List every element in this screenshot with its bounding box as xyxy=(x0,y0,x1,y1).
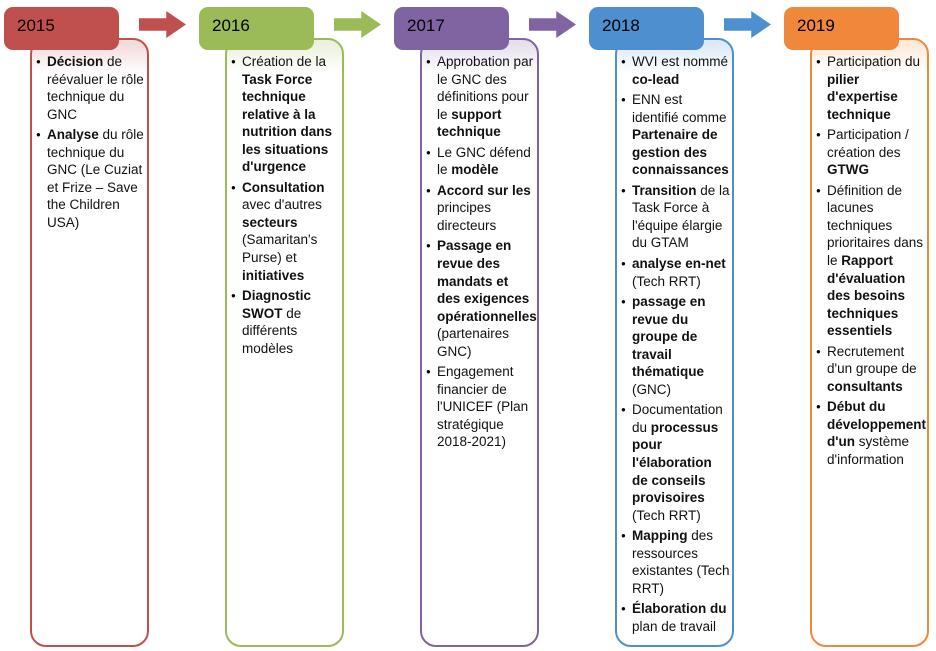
timeline-column-2018: ● WVI est nommé co-lead ● ENN est identifié… xyxy=(585,0,780,651)
bullet-item: ● Accord sur les principes directeurs xyxy=(426,182,535,235)
year-header-2017: 2017 xyxy=(394,7,509,50)
bullet-dot-icon: ● xyxy=(621,604,626,614)
bullet-text: Approbation par le GNC des définitions p… xyxy=(437,54,534,140)
bullet-text: WVI est nommé co-lead xyxy=(632,54,729,87)
bullet-item: ● Consultation avec d'autres secteurs (Sa… xyxy=(231,179,340,284)
bullet-item: ● Approbation par le GNC des définitions … xyxy=(426,53,535,141)
bullet-item: ● Définition de lacunes techniques priori… xyxy=(816,182,925,340)
bullet-text: Décision de réévaluer le rôle technique … xyxy=(47,54,144,122)
year-header-2016: 2016 xyxy=(199,7,314,50)
bullet-text: Définition de lacunes techniques priorit… xyxy=(827,182,924,339)
bullet-item: ● Participation du pilier d'expertise tec… xyxy=(816,53,925,123)
bullet-list-2016: ● Création de la Task Force technique rel… xyxy=(227,40,342,357)
bullet-text: Accord sur les principes directeurs xyxy=(437,182,531,233)
bullet-item: ● passage en revue du groupe de travail t… xyxy=(621,293,730,398)
bullet-item: ● Recrutement d'un groupe de consultants xyxy=(816,343,925,396)
bullet-dot-icon: ● xyxy=(621,405,626,415)
bullet-dot-icon: ● xyxy=(621,259,626,269)
content-box-2018: ● WVI est nommé co-lead ● ENN est identifié… xyxy=(615,38,734,647)
bullet-dot-icon: ● xyxy=(621,297,626,307)
bullet-text: Engagement financier de l'UNICEF (Plan s… xyxy=(437,364,529,450)
year-header-2015: 2015 xyxy=(4,7,119,50)
bullet-dot-icon: ● xyxy=(426,241,431,251)
year-header-2019: 2019 xyxy=(784,7,899,50)
bullet-dot-icon: ● xyxy=(621,531,626,541)
bullet-dot-icon: ● xyxy=(816,346,821,356)
bullet-item: ● Participation / création des GTWG xyxy=(816,126,925,179)
bullet-item: ● analyse en-net (Tech RRT) xyxy=(621,255,730,290)
bullet-text: Transition de la Task Force à l'équipe é… xyxy=(632,182,730,251)
bullet-item: ● Engagement financier de l'UNICEF (Plan … xyxy=(426,363,535,451)
bullet-item: ● Diagnostic SWOT de différents modèles xyxy=(231,287,340,357)
content-box-2016: ● Création de la Task Force technique rel… xyxy=(225,38,344,647)
timeline-column-2016: ● Création de la Task Force technique rel… xyxy=(195,0,390,651)
bullet-text: Début du développement d'un système d'in… xyxy=(827,399,927,468)
bullet-item: ● Le GNC défend le modèle xyxy=(426,144,535,179)
bullet-dot-icon: ● xyxy=(816,130,821,140)
bullet-item: ● Analyse du rôle technique du GNC (Le Cu… xyxy=(36,126,145,231)
bullet-dot-icon: ● xyxy=(426,185,431,195)
arrow-right-icon xyxy=(334,11,381,38)
bullet-text: Analyse du rôle technique du GNC (Le Cuz… xyxy=(47,127,144,230)
bullet-dot-icon: ● xyxy=(426,367,431,377)
bullet-item: ● Documentation du processus pour l'élabo… xyxy=(621,401,730,524)
bullet-text: Documentation du processus pour l'élabor… xyxy=(632,402,723,523)
timeline-column-2015: ● Décision de réévaluer le rôle technique… xyxy=(0,0,195,651)
content-box-2015: ● Décision de réévaluer le rôle technique… xyxy=(30,38,149,647)
bullet-dot-icon: ● xyxy=(816,185,821,195)
bullet-item: ● WVI est nommé co-lead xyxy=(621,53,730,88)
bullet-item: ● Décision de réévaluer le rôle technique… xyxy=(36,53,145,123)
bullet-text: Consultation avec d'autres secteurs (Sam… xyxy=(242,179,325,283)
bullet-text: Mapping des ressources existantes (Tech … xyxy=(632,528,730,596)
content-box-2017: ● Approbation par le GNC des définitions … xyxy=(420,38,539,647)
bullet-text: analyse en-net (Tech RRT) xyxy=(632,256,726,289)
bullet-dot-icon: ● xyxy=(816,402,821,412)
timeline-column-2017: ● Approbation par le GNC des définitions … xyxy=(390,0,585,651)
bullet-dot-icon: ● xyxy=(36,130,41,140)
bullet-dot-icon: ● xyxy=(231,57,236,66)
bullet-dot-icon: ● xyxy=(426,57,431,66)
bullet-text: Recrutement d'un groupe de consultants xyxy=(827,343,917,394)
timeline-column-2019: ● Participation du pilier d'expertise tec… xyxy=(780,0,936,651)
bullet-text: Le GNC défend le modèle xyxy=(437,144,531,178)
bullet-dot-icon: ● xyxy=(231,291,236,301)
bullet-text: Création de la Task Force technique rela… xyxy=(242,54,332,175)
bullet-list-2015: ● Décision de réévaluer le rôle technique… xyxy=(32,40,147,231)
bullet-item: ● ENN est identifié comme Partenaire de g… xyxy=(621,91,730,179)
bullet-text: Diagnostic SWOT de différents modèles xyxy=(242,288,312,356)
bullet-dot-icon: ● xyxy=(816,57,821,66)
bullet-list-2019: ● Participation du pilier d'expertise tec… xyxy=(812,40,927,469)
bullet-text: Élaboration du plan de travail xyxy=(632,601,727,634)
bullet-list-2018: ● WVI est nommé co-lead ● ENN est identifié… xyxy=(617,40,732,636)
bullet-text: Participation / création des GTWG xyxy=(827,127,909,178)
arrow-right-icon xyxy=(139,11,186,38)
bullet-list-2017: ● Approbation par le GNC des définitions … xyxy=(422,40,537,451)
bullet-text: passage en revue du groupe de travail th… xyxy=(632,294,706,397)
bullet-dot-icon: ● xyxy=(231,182,236,192)
bullet-dot-icon: ● xyxy=(621,57,626,66)
bullet-item: ● Création de la Task Force technique rel… xyxy=(231,53,340,176)
arrow-right-icon xyxy=(529,11,576,38)
year-header-2018: 2018 xyxy=(589,7,704,50)
bullet-dot-icon: ● xyxy=(426,147,431,157)
bullet-item: ● Élaboration du plan de travail xyxy=(621,600,730,635)
bullet-item: ● Passage en revue des mandats et des exi… xyxy=(426,237,537,360)
bullet-dot-icon: ● xyxy=(36,57,41,66)
bullet-text: Participation du pilier d'expertise tech… xyxy=(827,54,921,122)
arrow-right-icon xyxy=(724,11,771,38)
bullet-text: Passage en revue des mandats et des exig… xyxy=(437,238,537,359)
content-box-2019: ● Participation du pilier d'expertise tec… xyxy=(810,38,929,647)
bullet-item: ● Début du développement d'un système d'i… xyxy=(816,398,927,468)
bullet-item: ● Transition de la Task Force à l'équipe … xyxy=(621,182,730,252)
bullet-item: ● Mapping des ressources existantes (Tech… xyxy=(621,527,730,597)
bullet-dot-icon: ● xyxy=(621,95,626,105)
bullet-dot-icon: ● xyxy=(621,185,626,195)
bullet-text: ENN est identifié comme Partenaire de ge… xyxy=(632,92,729,178)
